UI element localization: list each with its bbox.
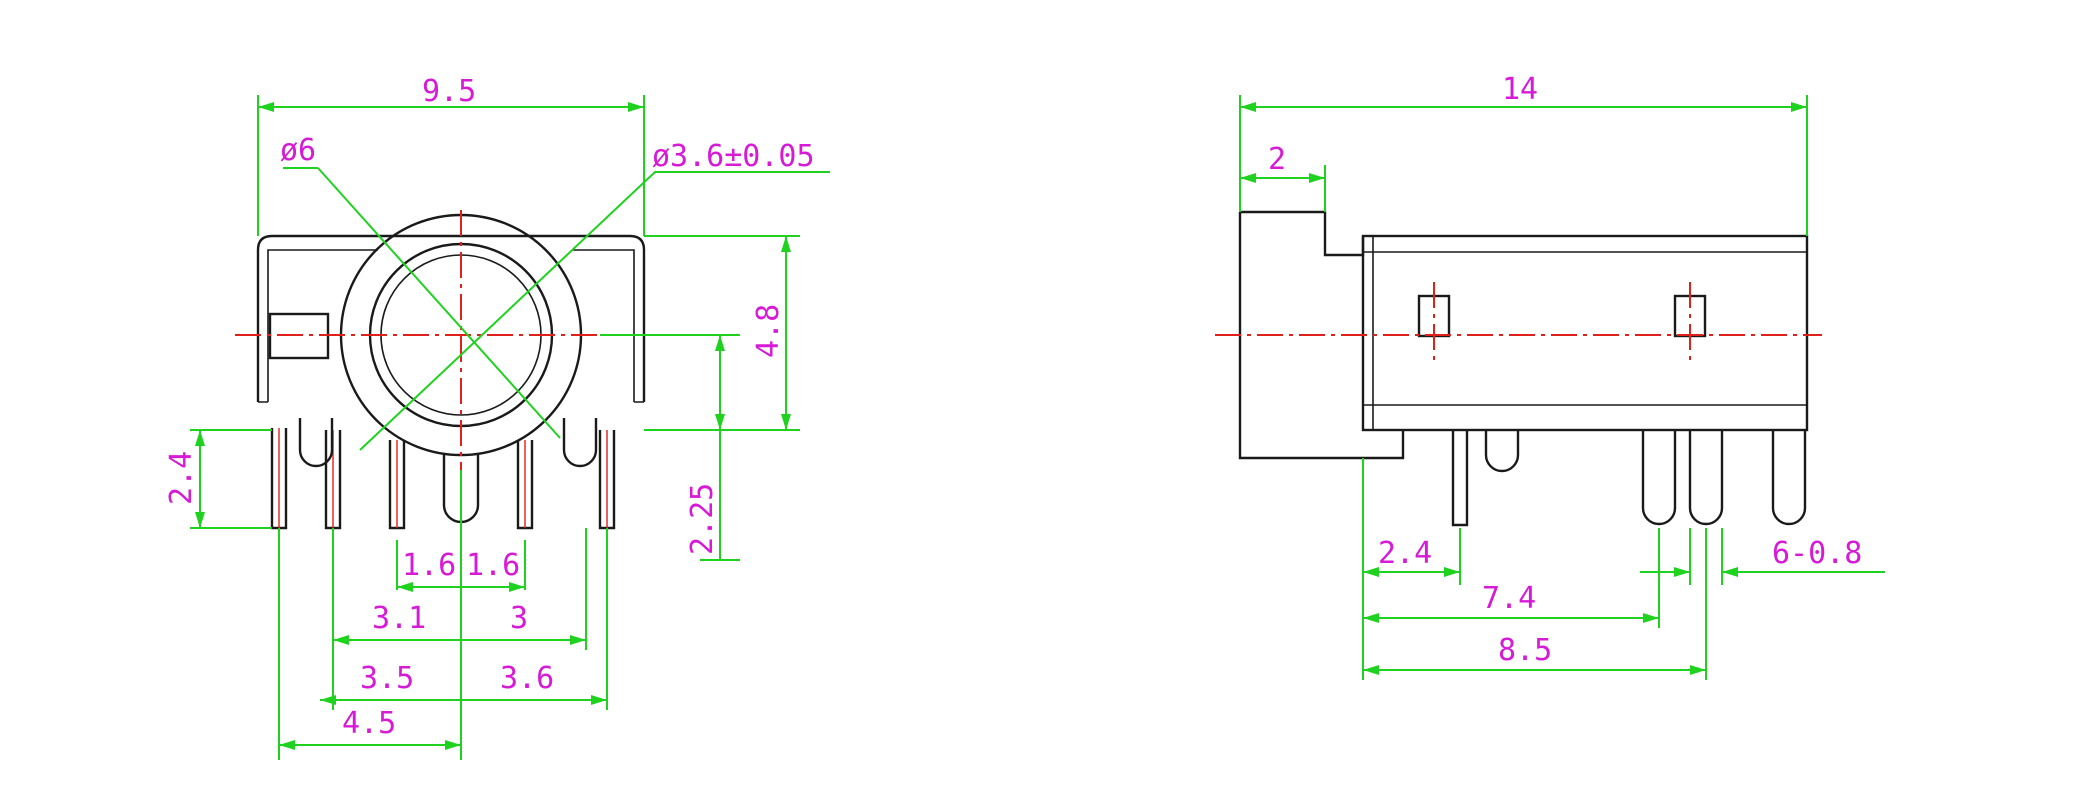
inner-diameter-label: ø3.6±0.05 (652, 139, 815, 174)
side-labels: 14 2 2.4 7.4 8.5 6-0.8 (1268, 72, 1862, 668)
front-labels: 9.5 ø6 ø3.6±0.05 4.8 2.25 2.4 1.6 1.6 3.… (164, 74, 815, 741)
pitch-left-4-label: 4.5 (342, 706, 396, 741)
front-body-outline (256, 234, 646, 403)
front-width-label: 9.5 (422, 74, 476, 109)
side-pins (1451, 430, 1807, 527)
flange-label: 2 (1268, 142, 1286, 177)
pin-offset-3-label: 8.5 (1498, 633, 1552, 668)
pitch-left-1-label: 1.6 (402, 548, 456, 583)
pitch-right-2-label: 3 (510, 601, 528, 636)
pitch-left-3-label: 3.5 (360, 661, 414, 696)
outer-diameter-label: ø6 (280, 133, 316, 168)
side-dimension-lines (1239, 95, 1885, 680)
front-pins (270, 418, 616, 530)
pitch-left-2-label: 3.1 (372, 601, 426, 636)
pin-offset-1-label: 2.4 (1378, 536, 1432, 571)
side-body-outline (1238, 210, 1809, 460)
front-dimension-lines (190, 95, 800, 760)
pin-offset-2-label: 7.4 (1482, 581, 1536, 616)
side-center-lines (1215, 282, 1822, 362)
pitch-right-1-label: 1.6 (466, 548, 520, 583)
front-height-label: 4.8 (751, 304, 786, 358)
front-view: 9.5 ø6 ø3.6±0.05 4.8 2.25 2.4 1.6 1.6 3.… (164, 74, 830, 760)
pin-size-label: 6-0.8 (1772, 536, 1862, 571)
center-offset-label: 2.25 (685, 483, 720, 555)
front-center-lines (235, 210, 700, 470)
diameter-leaders (283, 167, 830, 451)
pin-length-label: 2.4 (164, 451, 199, 505)
side-view: 14 2 2.4 7.4 8.5 6-0.8 (1215, 72, 1885, 680)
pitch-right-3-label: 3.6 (500, 661, 554, 696)
side-length-label: 14 (1502, 72, 1538, 107)
